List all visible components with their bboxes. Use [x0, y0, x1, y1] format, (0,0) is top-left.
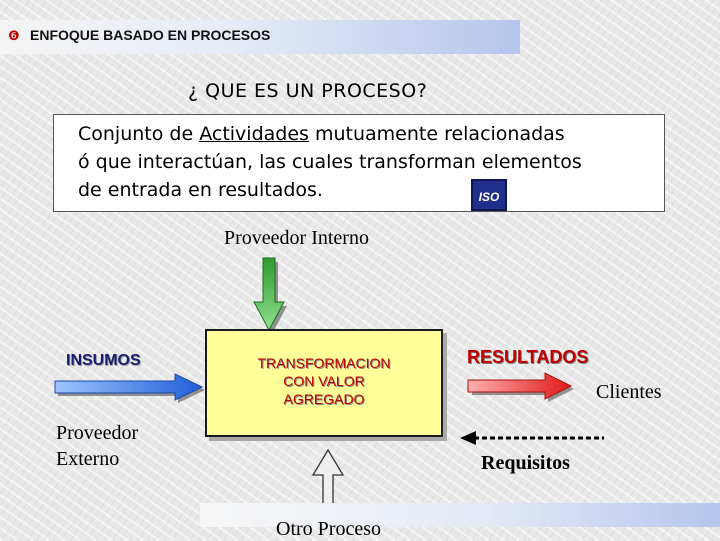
results-label: RESULTADOS [467, 347, 589, 367]
process-line2: CON VALOR [283, 373, 365, 389]
external-supplier-line2: Externo [56, 448, 120, 470]
process-box [205, 329, 443, 437]
process-text: TRANSFORMACION CON VALOR AGREGADO [205, 354, 443, 408]
header-bar [0, 20, 520, 54]
definition-line1-end: mutuamente relacionadas [308, 123, 565, 145]
definition-text: Conjunto de Actividades mutuamente relac… [78, 120, 664, 204]
external-supplier-label: Proveedor Externo [56, 420, 138, 472]
bullet-icon: ❻ [8, 29, 20, 44]
other-process-label: Otro Proceso [276, 518, 381, 540]
insumos-arrow [54, 373, 204, 401]
definition-line3: de entrada en resultados. [78, 179, 323, 201]
internal-supplier-label: Proveedor Interno [224, 227, 369, 249]
process-line3: AGREGADO [283, 391, 365, 407]
iso-logo: ISO [471, 179, 507, 211]
requirements-label: Requisitos [481, 452, 570, 474]
definition-underlined-word: Actividades [199, 123, 309, 145]
resultados-arrow [467, 372, 573, 400]
process-line1: TRANSFORMACION [257, 355, 391, 371]
footer-bar [200, 503, 720, 527]
other-process-arrow [311, 448, 345, 506]
clients-label: Clientes [596, 381, 662, 403]
definition-box [53, 114, 665, 212]
slide-header-title: ENFOQUE BASADO EN PROCESOS [30, 27, 271, 43]
internal-supplier-arrow [253, 257, 285, 332]
question-heading: ¿ QUE ES UN PROCESO? [188, 80, 428, 102]
external-supplier-line1: Proveedor [56, 422, 139, 444]
definition-line2: ó que interactúan, las cuales transforma… [78, 151, 582, 173]
inputs-label: INSUMOS [66, 352, 141, 369]
definition-line1-start: Conjunto de [78, 123, 200, 145]
iso-logo-text: ISO [478, 190, 500, 204]
